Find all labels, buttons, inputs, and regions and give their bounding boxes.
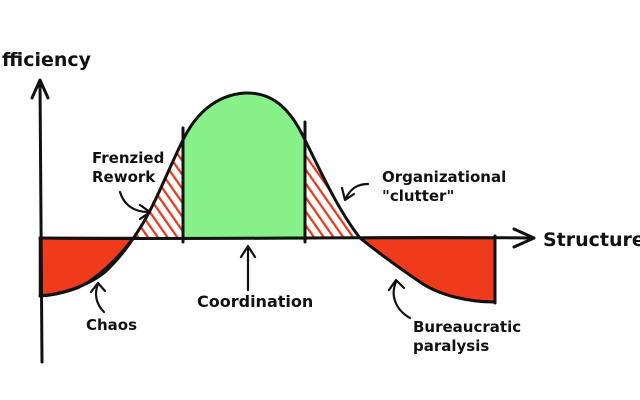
chaos-region <box>38 236 136 298</box>
clutter-arrowhead <box>340 186 356 202</box>
clutter-label-line1: Organizational <box>382 168 506 186</box>
efficiency-curve <box>38 91 497 304</box>
chaos-arrowhead <box>89 281 107 294</box>
bureaucratic-label-line2: paralysis <box>413 337 489 355</box>
bureaucratic-paralysis-region <box>356 236 497 304</box>
clutter-arrow <box>344 182 370 200</box>
coordination-region <box>183 92 305 240</box>
frenzied-arrowhead <box>138 203 152 221</box>
y-axis <box>38 80 44 364</box>
x-axis <box>38 235 532 241</box>
bureaucratic-arrow <box>392 280 412 320</box>
x-axis-arrowhead <box>512 227 536 249</box>
coordination-label: Coordination <box>197 292 313 311</box>
frenzied-label-line1: Frenzied <box>92 149 164 167</box>
x-axis-label: Structure <box>543 229 640 251</box>
organizational-clutter-region <box>305 140 360 240</box>
clutter-label-line2: "clutter" <box>382 187 454 205</box>
coordination-arrowhead <box>239 244 257 259</box>
frenzied-label-line2: Rework <box>92 168 156 186</box>
bureaucratic-arrowhead <box>387 278 406 292</box>
bureaucratic-label-line1: Bureaucratic <box>413 318 521 336</box>
y-axis-label: fficiency <box>2 49 92 71</box>
chaos-arrow <box>94 282 106 314</box>
y-axis-arrowhead <box>30 78 50 100</box>
frenzied-arrow <box>118 190 150 214</box>
chaos-label: Chaos <box>86 316 137 334</box>
